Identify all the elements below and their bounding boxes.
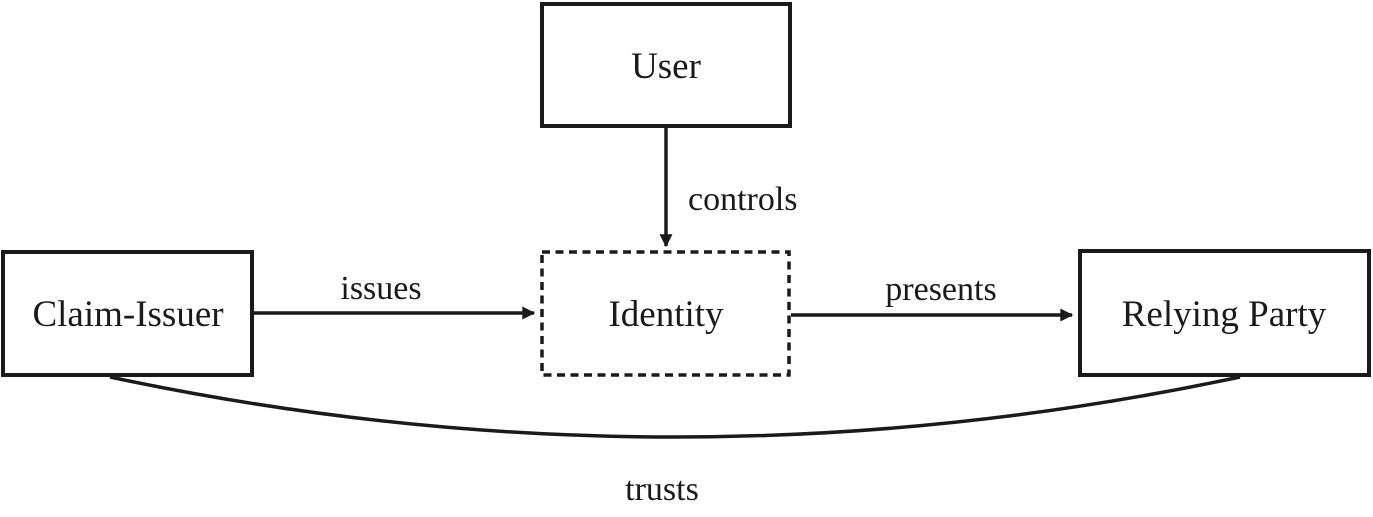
claim-issuer-node-box [1,250,254,377]
user-node-box [540,2,792,128]
trusts-edge-label: trusts [625,471,699,508]
relying-party-node-box [1078,249,1371,377]
controls-edge-label: controls [688,181,798,218]
presents-edge-label: presents [885,271,996,308]
identity-node-label: Identity [608,294,724,335]
claim-issuer-node-label: Claim-Issuer [32,294,223,335]
user-node-label: User [631,46,701,87]
relying-party-node-label: Relying Party [1122,294,1327,335]
issues-edge-label: issues [340,270,421,307]
trusts-edge [109,375,1241,439]
identity-node-box [540,250,791,377]
